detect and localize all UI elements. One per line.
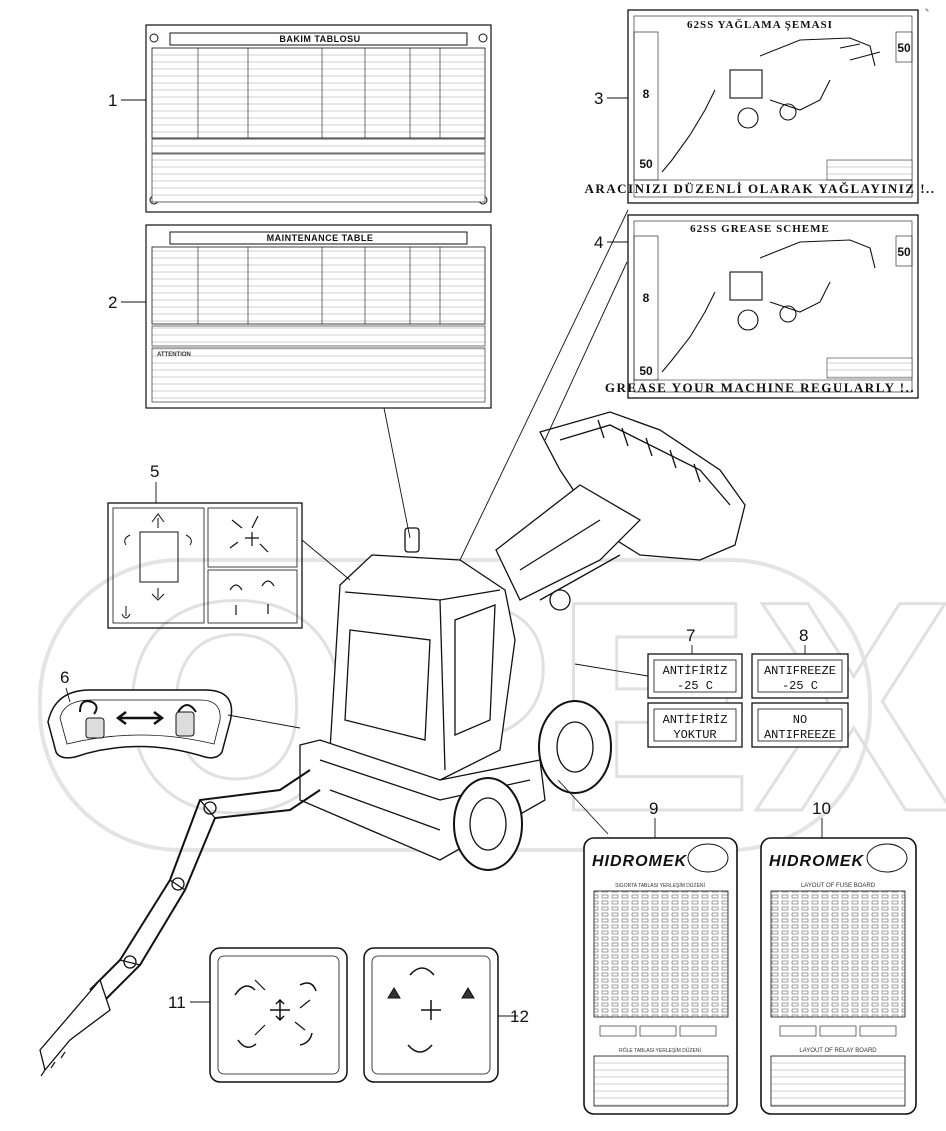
plate-3-grease-scheme-tr: 62SS YAĞLAMA ŞEMASI 50 8 50 ARACINIZI DÜ… [584, 9, 935, 204]
plate-9-relay-title: RÖLE TABLASI YERLEŞİM DÜZENİ [619, 1047, 701, 1054]
callout-5: 5 [150, 462, 159, 481]
plate-10-fuse-layout-en: HIDROMEK LAYOUT OF FUSE BOARD LAYOUT OF … [760, 837, 917, 1115]
plate-8-line3: NO [793, 713, 807, 727]
plate-10-fuse-title: LAYOUT OF FUSE BOARD [801, 883, 876, 889]
plate-7-line3: ANTİFİRİZ [663, 712, 728, 727]
callout-2: 2 [108, 293, 117, 312]
callout-6: 6 [60, 668, 69, 687]
plate-8-line4: ANTIFREEZE [764, 728, 836, 742]
backhoe-loader-illustration [39, 411, 746, 1077]
plate-10-brand: HIDROMEK [769, 853, 865, 870]
callout-9: 9 [649, 799, 658, 818]
plate-8-line2: -25 C [782, 679, 818, 693]
plate-9-fuse-title: SIGORTA TABLASI YERLEŞİM DÜZENİ [615, 882, 705, 889]
plate-3-hours-mid: 8 [643, 87, 650, 101]
callout-12: 12 [510, 1007, 529, 1026]
plate-5-control-pattern [107, 502, 303, 629]
callout-8: 8 [799, 626, 808, 645]
plate-2-attention: ATTENTION [157, 352, 191, 358]
plate-1-maintenance-table-tr: BAKIM TABLOSU [145, 24, 492, 213]
callout-3: 3 [594, 89, 603, 108]
plate-3-hours-top: 50 [897, 41, 911, 55]
leader-lines [65, 97, 823, 1017]
plate-4-hours-mid: 8 [643, 291, 650, 305]
plate-7-antifreeze-tr: ANTİFİRİZ -25 C ANTİFİRİZ YOKTUR [647, 653, 743, 748]
plate-10-relay-title: LAYOUT OF RELAY BOARD [799, 1048, 877, 1054]
plate-2-maintenance-table-en: MAINTENANCE TABLE ATTENTION [145, 224, 492, 409]
plate-7-line4: YOKTUR [673, 728, 716, 742]
plate-6-hook-decal [47, 689, 233, 759]
callout-10: 10 [812, 799, 831, 818]
plate-4-hours-top: 50 [897, 245, 911, 259]
plate-8-line1: ANTIFREEZE [764, 664, 836, 678]
plate-4-hours-bot: 50 [639, 364, 653, 378]
plate-3-machine-sketch [661, 37, 881, 173]
plate-12-excavator-controls [363, 947, 499, 1083]
plate-3-hours-bot: 50 [639, 157, 653, 171]
plate-2-title: MAINTENANCE TABLE [267, 233, 374, 243]
plate-3-footer: ARACINIZI DÜZENLİ OLARAK YAĞLAYINIZ !.. [584, 181, 935, 196]
callout-4: 4 [594, 233, 603, 252]
callout-1: 1 [108, 91, 117, 110]
plate-3-title: 62SS YAĞLAMA ŞEMASI [687, 18, 833, 31]
plate-7-line2: -25 C [677, 679, 713, 693]
callout-11: 11 [168, 993, 186, 1012]
plate-8-antifreeze-en: ANTIFREEZE -25 C NO ANTIFREEZE [751, 653, 849, 748]
plate-4-machine-sketch [661, 239, 876, 373]
plate-4-grease-scheme-en: 62SS GREASE SCHEME 50 8 50 GREASE YOUR M… [605, 214, 919, 399]
plate-9-fuse-layout-tr: HIDROMEK SIGORTA TABLASI YERLEŞİM DÜZENİ… [583, 837, 738, 1115]
plate-1-title: BAKIM TABLOSU [279, 34, 360, 44]
plate-4-footer: GREASE YOUR MACHINE REGULARLY !.. [605, 380, 915, 395]
plate-9-brand: HIDROMEK [592, 853, 688, 870]
plate-11-excavator-controls [209, 947, 348, 1083]
corner-mark: ✎ [925, 8, 929, 14]
callout-7: 7 [686, 626, 695, 645]
plate-7-line1: ANTİFİRİZ [663, 663, 728, 678]
plate-4-title: 62SS GREASE SCHEME [690, 223, 830, 235]
